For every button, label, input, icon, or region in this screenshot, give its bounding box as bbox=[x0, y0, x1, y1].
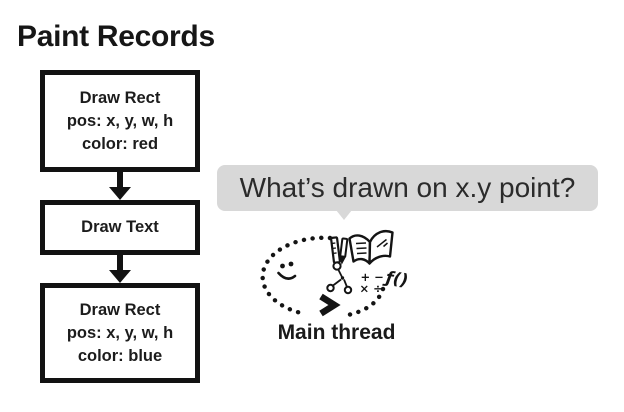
molecule-icon bbox=[326, 261, 353, 295]
box-line: Draw Rect bbox=[79, 88, 161, 107]
down-arrow-icon bbox=[117, 253, 123, 272]
chevron-arrow-icon bbox=[319, 293, 341, 317]
box-line: color: red bbox=[81, 134, 159, 153]
main-thread-illustration: + − × ÷ ƒ() bbox=[260, 229, 410, 319]
box-line: pos: x, y, w, h bbox=[66, 323, 174, 342]
svg-text:× ÷: × ÷ bbox=[360, 282, 383, 296]
speech-bubble-tail bbox=[336, 210, 352, 220]
box-line: Draw Rect bbox=[79, 300, 161, 319]
main-thread-label: Main thread bbox=[277, 321, 396, 344]
box-line: Draw Text bbox=[81, 218, 159, 236]
speech-bubble-text: What’s drawn on x.y point? bbox=[239, 172, 576, 203]
pencil-ruler-icon bbox=[330, 236, 349, 265]
smiley-face-icon bbox=[277, 261, 297, 280]
book-icon bbox=[348, 229, 394, 265]
function-icon: ƒ() bbox=[382, 267, 410, 290]
down-arrow-icon bbox=[109, 187, 131, 200]
speech-bubble: What’s drawn on x.y point? bbox=[217, 165, 598, 211]
page-title: Paint Records bbox=[17, 20, 215, 53]
box-line: pos: x, y, w, h bbox=[66, 111, 174, 130]
math-symbols-icon: + − × ÷ bbox=[360, 270, 384, 296]
down-arrow-icon bbox=[117, 170, 123, 189]
box-line: color: blue bbox=[77, 346, 163, 365]
flow-box-draw-text: Draw Text bbox=[40, 200, 200, 255]
down-arrow-icon bbox=[109, 270, 131, 283]
flow-box-draw-rect-blue: Draw Rect pos: x, y, w, h color: blue bbox=[40, 283, 200, 383]
svg-text:+ −: + − bbox=[361, 270, 384, 284]
dotted-ellipse bbox=[260, 235, 386, 319]
flow-box-draw-rect-red: Draw Rect pos: x, y, w, h color: red bbox=[40, 70, 200, 172]
svg-text:ƒ(): ƒ() bbox=[382, 267, 410, 290]
